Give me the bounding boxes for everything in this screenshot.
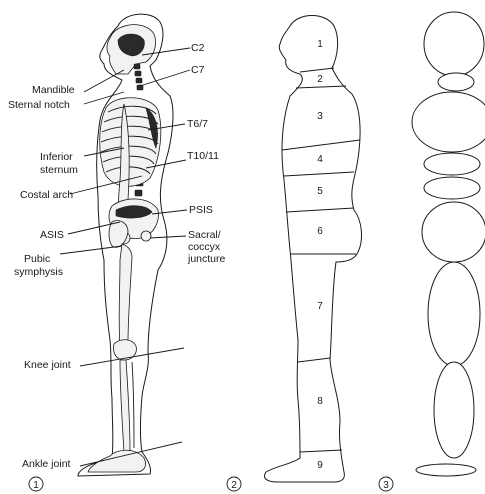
panel-3-ellipsoids: 3 bbox=[379, 12, 485, 491]
segment-label-4: 4 bbox=[317, 154, 323, 165]
label-sternum: sternum bbox=[40, 164, 78, 176]
label-symphysis: symphysis bbox=[14, 266, 63, 278]
ellipsoid-neck bbox=[438, 73, 474, 91]
label-juncture: juncture bbox=[187, 253, 226, 265]
silhouette-outline bbox=[265, 16, 362, 483]
ellipsoid-upper-thorax bbox=[412, 92, 485, 152]
ellipsoid-shank bbox=[434, 362, 474, 458]
label-knee-joint: Knee joint bbox=[24, 359, 71, 371]
panel-3-number: 3 bbox=[383, 480, 389, 491]
label-sacral: Sacral/ bbox=[188, 229, 221, 241]
label-c7: C7 bbox=[191, 64, 205, 76]
panel-2-segments: 1 2 3 4 5 6 7 8 9 2 bbox=[227, 16, 361, 492]
label-asis: ASIS bbox=[40, 229, 64, 241]
segment-label-2: 2 bbox=[317, 74, 323, 85]
segment-label-3: 3 bbox=[317, 111, 323, 122]
ellipsoid-pelvis bbox=[422, 202, 485, 262]
ellipsoid-foot bbox=[416, 464, 476, 476]
label-inferior: Inferior bbox=[40, 151, 73, 163]
label-costal-arch: Costal arch bbox=[20, 189, 73, 201]
sacrum bbox=[141, 231, 151, 241]
segment-label-9: 9 bbox=[317, 460, 323, 471]
ellipsoid-thigh bbox=[428, 262, 480, 366]
ellipsoid-abdomen bbox=[424, 177, 480, 199]
rib-cage bbox=[100, 98, 161, 187]
segment-label-5: 5 bbox=[317, 186, 323, 197]
panel-2-number: 2 bbox=[231, 480, 237, 491]
panel-1-skeleton: C2 C7 Mandible Sternal notch T6/7 Inferi… bbox=[8, 14, 226, 491]
label-ankle-joint: Ankle joint bbox=[22, 458, 71, 470]
segment-label-1: 1 bbox=[317, 39, 323, 50]
ellipsoid-lower-thorax bbox=[424, 153, 480, 175]
label-mandible: Mandible bbox=[32, 84, 75, 96]
foot bbox=[88, 450, 146, 472]
label-t1011: T10/11 bbox=[187, 150, 219, 162]
label-t67: T6/7 bbox=[187, 118, 208, 130]
segment-label-8: 8 bbox=[317, 396, 323, 407]
ellipsoid-head bbox=[424, 12, 484, 76]
segment-label-7: 7 bbox=[317, 301, 323, 312]
label-coccyx: coccyx bbox=[188, 241, 221, 253]
segment-label-6: 6 bbox=[317, 226, 323, 237]
label-sternal-notch: Sternal notch bbox=[8, 99, 70, 111]
label-psis: PSIS bbox=[189, 204, 213, 216]
panel-1-number: 1 bbox=[33, 480, 39, 491]
label-c2: C2 bbox=[191, 42, 205, 54]
label-pubic: Pubic bbox=[24, 253, 50, 265]
